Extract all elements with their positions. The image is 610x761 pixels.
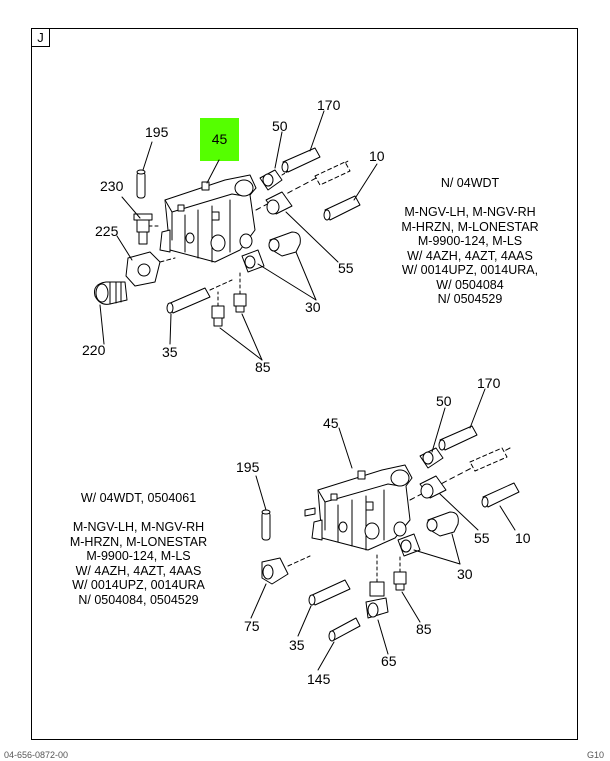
highlighted-part-callout[interactable]: 45 (200, 118, 239, 161)
lower-part-65-fitting[interactable] (365, 551, 389, 619)
upper-part-30-fitting[interactable] (241, 249, 265, 273)
upper-part-50-fitting[interactable] (259, 169, 291, 191)
upper-part-10-tube[interactable] (323, 195, 361, 221)
upper-part-195-tube[interactable] (136, 169, 146, 199)
note-line: M-HRZN, M-LONESTAR (69, 534, 208, 549)
lower-label-45: 45 (323, 415, 339, 431)
upper-leader-lines (99, 110, 378, 361)
upper-part-170-tube[interactable] (281, 147, 321, 173)
lower-leader-lines (250, 388, 516, 671)
lower-label-10: 10 (515, 530, 531, 546)
upper-assembly: 195 230 225 220 50 170 10 55 30 35 85 (82, 97, 385, 375)
upper-part-230-fitting[interactable] (133, 213, 159, 245)
upper-label-10: 10 (369, 148, 385, 164)
lower-part-85-fitting[interactable] (393, 555, 407, 591)
lower-part-10-tube[interactable] (481, 482, 520, 508)
note-line (400, 191, 540, 206)
lower-part-55-fitting[interactable] (419, 475, 447, 499)
upper-applicability-note: N/ 04WDT M-NGV-LH, M-NGV-RH M-HRZN, M-LO… (400, 176, 540, 307)
upper-label-220: 220 (82, 342, 106, 358)
lower-label-55: 55 (474, 530, 490, 546)
upper-valve-body[interactable] (159, 174, 257, 263)
note-line: W/ 4AZH, 4AZT, 4AAS (75, 563, 202, 578)
lower-label-75: 75 (244, 618, 260, 634)
note-line: M-9900-124, M-LS (86, 549, 191, 563)
note-line: W/ 4AZH, 4AZT, 4AAS (407, 248, 533, 263)
footer-drawing-number: 04-656-0872-00 (4, 750, 69, 760)
upper-label-55: 55 (338, 260, 354, 276)
lower-label-65: 65 (381, 653, 397, 669)
upper-part-55-fitting[interactable] (265, 191, 293, 215)
lower-label-35: 35 (289, 637, 305, 653)
lower-part-75-elbow[interactable] (261, 555, 311, 585)
upper-label-230: 230 (100, 178, 124, 194)
lower-applicability-note: W/ 04WDT, 0504061 M-NGV-LH, M-NGV-RH M-H… (66, 491, 211, 607)
note-line: W/ 0014UPZ, 0014URA, (401, 263, 539, 277)
note-line: M-9900-124, M-LS (417, 234, 523, 248)
lower-label-170: 170 (477, 375, 501, 391)
lower-label-85: 85 (416, 621, 432, 637)
upper-label-170: 170 (317, 97, 341, 113)
note-line: W/ 0504084 (436, 277, 504, 292)
footer-page-code: G10 (586, 750, 604, 760)
note-line: N/ 0504529 (437, 292, 503, 306)
lower-part-170-tube[interactable] (438, 425, 478, 451)
highlighted-part-number: 45 (211, 131, 228, 147)
upper-label-195: 195 (145, 124, 169, 140)
note-line (66, 506, 211, 521)
upper-label-30: 30 (305, 299, 321, 315)
lower-part-35-tube[interactable] (308, 579, 351, 606)
lower-part-145-tube[interactable] (328, 617, 361, 642)
upper-part-225-tee[interactable] (125, 251, 176, 287)
upper-part-35-tube[interactable] (166, 287, 211, 314)
lower-label-195: 195 (236, 459, 260, 475)
lower-label-145: 145 (307, 671, 331, 687)
upper-part-dashed-tube (314, 161, 351, 186)
upper-label-225: 225 (95, 223, 119, 239)
upper-label-50: 50 (272, 118, 288, 134)
note-line: M-NGV-LH, M-NGV-RH (72, 520, 205, 534)
section-letter-tag: J (32, 29, 50, 47)
lower-part-30-fitting[interactable] (397, 533, 421, 557)
lower-part-30-elbow[interactable] (426, 511, 459, 537)
lower-part-dashed-tube (469, 447, 508, 472)
note-line: W/ 0014UPZ, 0014URA (72, 578, 205, 592)
lower-assembly: 195 45 50 170 55 10 30 75 85 35 65 145 (236, 375, 531, 687)
note-line: M-HRZN, M-LONESTAR (401, 219, 539, 234)
lower-valve-body[interactable] (304, 464, 413, 551)
upper-part-30-elbow[interactable] (268, 231, 301, 257)
note-line: N/ 04WDT (440, 176, 500, 190)
lower-part-50-fitting[interactable] (419, 447, 444, 469)
lower-label-50: 50 (436, 393, 452, 409)
diagram-frame (31, 28, 578, 740)
note-line: W/ 04WDT, 0504061 (80, 491, 197, 505)
note-line: M-NGV-LH, M-NGV-RH (404, 205, 536, 219)
upper-label-85: 85 (255, 359, 271, 375)
note-line: N/ 0504084, 0504529 (78, 592, 199, 607)
lower-label-30: 30 (457, 566, 473, 582)
upper-part-85-fitting-b[interactable] (233, 271, 247, 313)
lower-part-195-tube[interactable] (261, 509, 271, 541)
upper-part-220-elbow[interactable] (94, 281, 128, 305)
upper-label-35: 35 (162, 344, 178, 360)
upper-part-85-fitting-a[interactable] (211, 291, 225, 327)
